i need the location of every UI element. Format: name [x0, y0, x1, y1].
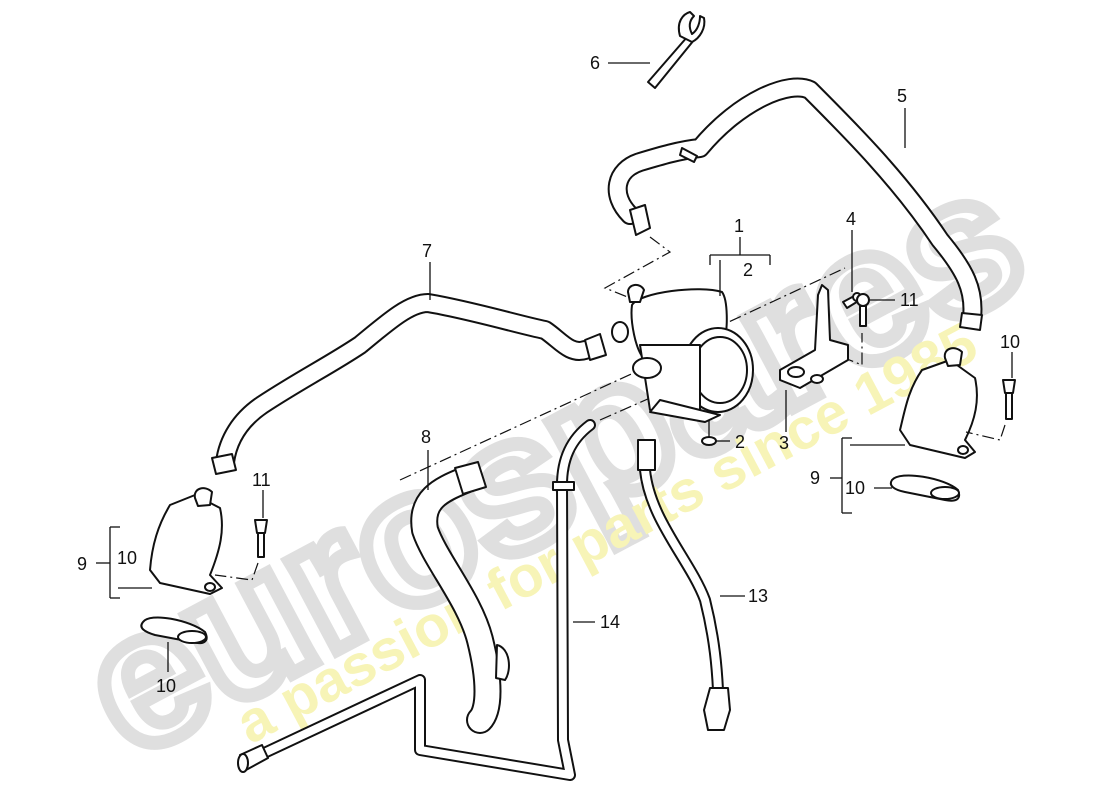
callout-3: 3	[779, 433, 789, 453]
callout-13: 13	[748, 586, 768, 606]
part-6-hose-clip[interactable]	[608, 11, 706, 89]
watermark: eurospares a passion for parts since 198…	[43, 121, 1061, 800]
callout-10-right: 10	[845, 478, 865, 498]
callout-11-left: 11	[252, 470, 271, 490]
part-9-connecting-piece-left[interactable]	[96, 487, 223, 599]
part-10-gasket-left[interactable]	[140, 616, 208, 672]
part-11-bolt-right[interactable]	[965, 352, 1016, 441]
callout-2-oring: 2	[735, 432, 745, 452]
callout-10-left-b: 10	[156, 676, 176, 696]
alignment-line	[603, 236, 672, 299]
callout-12: 11	[900, 290, 919, 310]
part-14-vent-pipe[interactable]	[237, 419, 596, 781]
alignment-line	[599, 397, 651, 421]
callout-14: 14	[600, 612, 620, 632]
callout-9-right: 9	[810, 468, 820, 488]
alignment-line	[399, 369, 641, 481]
part-10-gasket-right[interactable]	[874, 474, 961, 502]
watermark-brand: eurospares	[50, 128, 1054, 796]
callout-11-right: 10	[1000, 332, 1020, 352]
part-13-vent-line[interactable]	[637, 439, 745, 731]
callout-6: 6	[590, 53, 600, 73]
part-9-connecting-piece-right[interactable]	[830, 347, 978, 514]
callout-7: 7	[422, 241, 432, 261]
part-12-screw[interactable]	[856, 293, 895, 327]
part-8-hose[interactable]	[410, 450, 510, 734]
callout-10-left-a: 10	[117, 548, 137, 568]
part-11-bolt-left[interactable]	[214, 490, 268, 581]
part-3-bracket[interactable]	[779, 284, 849, 432]
part-5-vent-hose-right[interactable]	[607, 77, 983, 331]
callouts: 6 5 1 2 4 11 7 10 2 3 8 9 10 11 9 10 13 …	[77, 53, 1020, 696]
part-2-o-ring[interactable]	[701, 420, 730, 446]
callout-5: 5	[897, 86, 907, 106]
callout-9-left: 9	[77, 554, 87, 574]
part-7-vent-hose-left[interactable]	[211, 262, 607, 475]
callout-2-separator: 2	[743, 260, 753, 280]
callout-1: 1	[734, 216, 744, 236]
part-1-oil-separator[interactable]	[611, 237, 771, 423]
callout-4: 4	[846, 209, 856, 229]
callout-8: 8	[421, 427, 431, 447]
